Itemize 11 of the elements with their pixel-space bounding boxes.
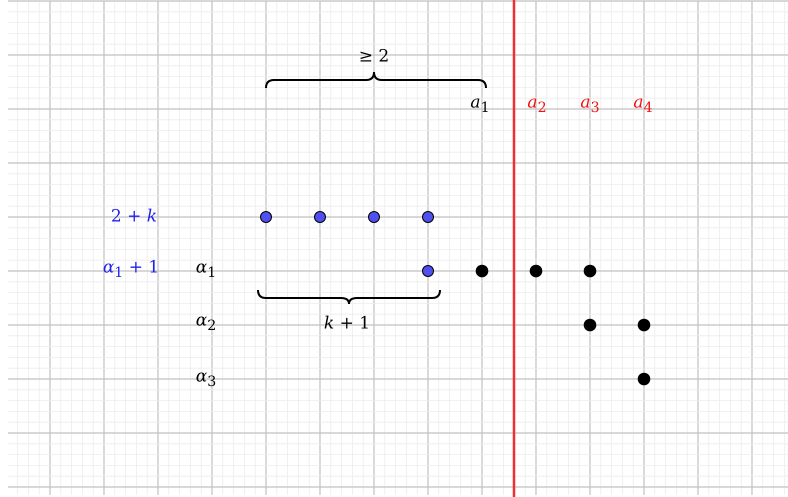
row-label: 2 + k	[110, 208, 158, 226]
column-label: a$_{4}$	[633, 94, 653, 116]
column-label: a$_{3}$	[580, 94, 600, 116]
brace-label: ≥ 2	[358, 48, 390, 66]
row-label: α$_{2}$	[196, 312, 216, 334]
row-label: α$_{1}$	[196, 260, 216, 280]
row-label: α$_{1}$ + 1	[102, 260, 160, 280]
brace-label: k + 1	[324, 316, 370, 332]
row-label: α$_{3}$	[196, 368, 216, 390]
column-label: a$_{1}$	[470, 94, 490, 116]
column-label: a$_{2}$	[527, 94, 547, 116]
